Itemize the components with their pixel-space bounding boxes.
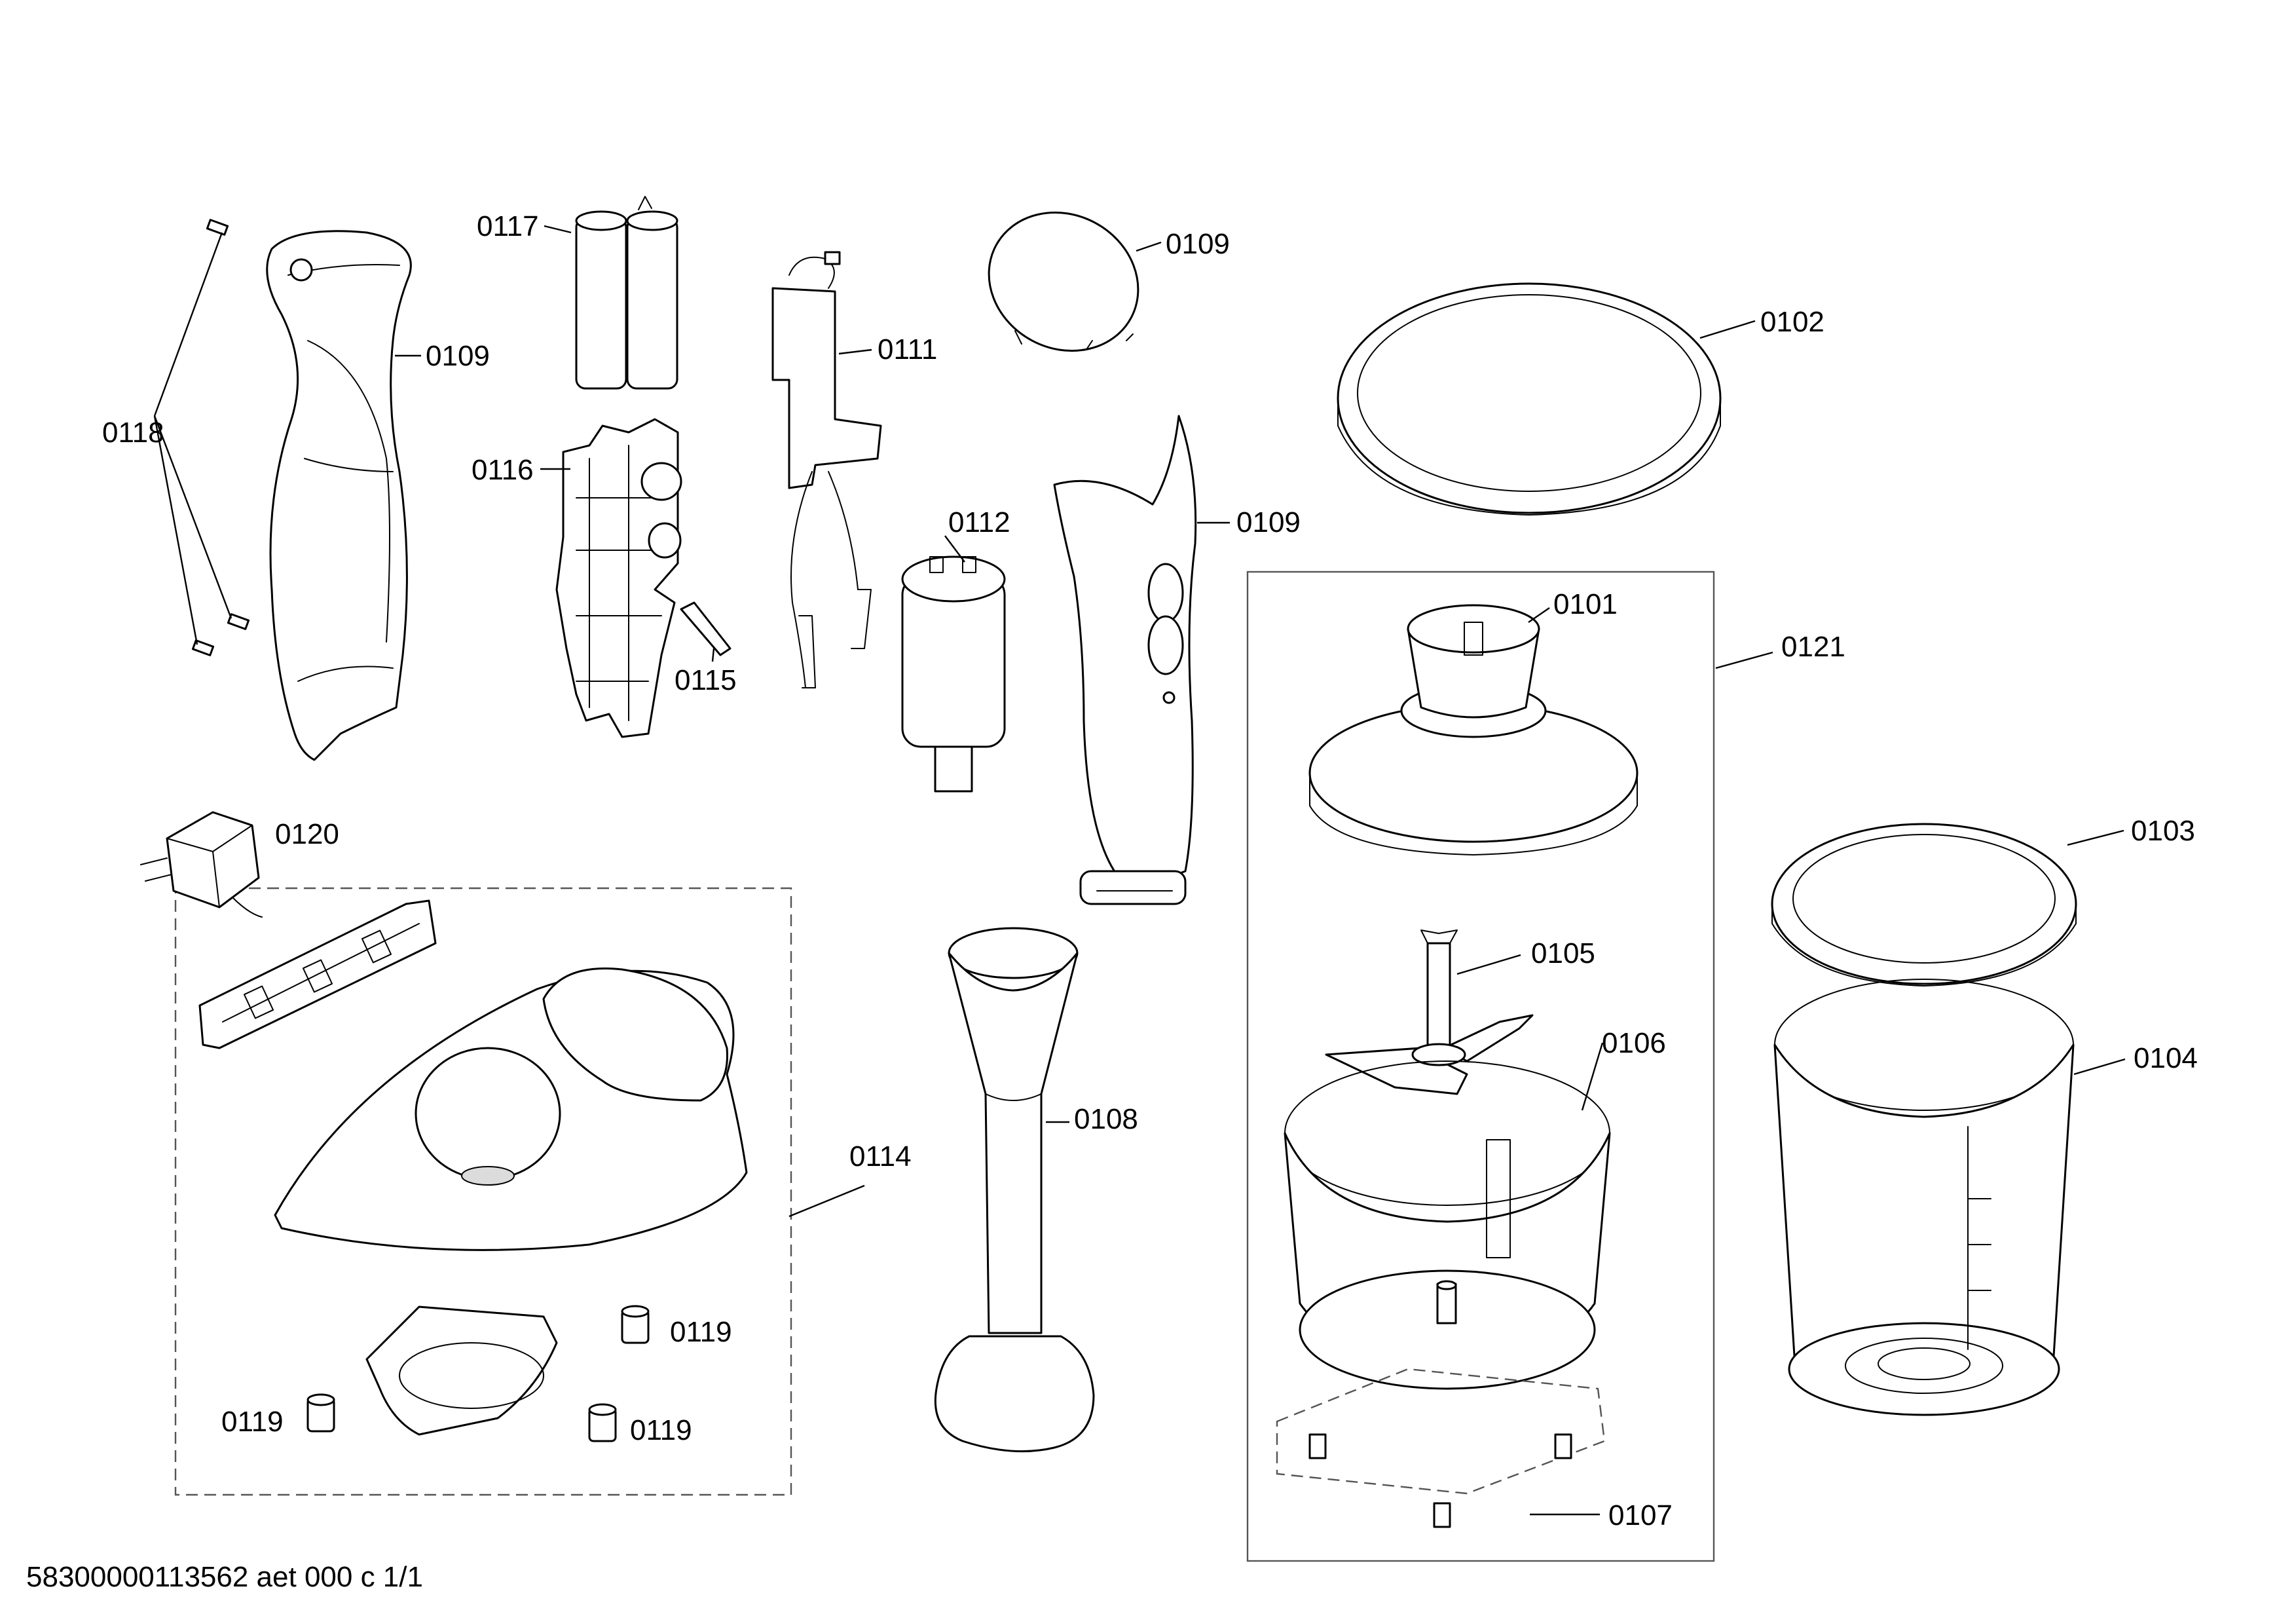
label-0119-right: 0119 bbox=[670, 1316, 732, 1348]
document-id: 58300000113562 aet 000 c 1/1 bbox=[26, 1561, 423, 1593]
part-0109-handle bbox=[1053, 415, 1197, 905]
label-0121: 0121 bbox=[1781, 631, 1845, 663]
label-0103: 0103 bbox=[2131, 815, 2195, 847]
part-0107-feet bbox=[1276, 1368, 1606, 1528]
label-0117: 0117 bbox=[477, 210, 539, 242]
assembly-frame-0114 bbox=[174, 887, 792, 1496]
label-0120: 0120 bbox=[275, 818, 339, 850]
part-0111-circuit-board bbox=[771, 251, 882, 688]
part-0101-chopper-lid bbox=[1308, 604, 1639, 855]
part-0117-batteries bbox=[575, 196, 678, 390]
label-0112: 0112 bbox=[948, 506, 1010, 538]
part-0103-beaker-lid bbox=[1771, 823, 2077, 986]
label-0119-bottom: 0119 bbox=[630, 1414, 692, 1446]
part-0116-switch-frame bbox=[555, 418, 682, 738]
label-0111: 0111 bbox=[878, 333, 937, 366]
part-0112-motor bbox=[901, 555, 1006, 793]
part-0106-chopper-bowl bbox=[1284, 1060, 1611, 1390]
label-0102: 0102 bbox=[1760, 306, 1824, 338]
part-0105-blade bbox=[1325, 929, 1534, 1095]
leader-lines bbox=[153, 225, 2126, 1516]
part-0119-tray-and-pegs bbox=[306, 1305, 650, 1442]
label-0106: 0106 bbox=[1602, 1027, 1666, 1059]
label-0109-left: 0109 bbox=[426, 340, 490, 372]
assembly-frame-0121 bbox=[1246, 571, 1715, 1562]
label-0104: 0104 bbox=[2134, 1042, 2198, 1074]
label-0116: 0116 bbox=[472, 454, 534, 486]
part-0115-spring bbox=[680, 601, 731, 656]
part-0109-cap bbox=[988, 212, 1139, 352]
label-0114: 0114 bbox=[849, 1140, 912, 1173]
label-0107: 0107 bbox=[1608, 1499, 1673, 1531]
label-0105: 0105 bbox=[1531, 937, 1595, 969]
part-labels: 0117 0109 0118 0116 0115 0111 0112 0109 … bbox=[102, 210, 2198, 1531]
label-0109-cap: 0109 bbox=[1166, 228, 1230, 260]
part-0102-lid bbox=[1337, 282, 1722, 516]
part-0104-beaker bbox=[1773, 979, 2075, 1416]
label-0119-left: 0119 bbox=[221, 1406, 284, 1438]
label-0118: 0118 bbox=[102, 417, 164, 449]
part-0114-base-station bbox=[198, 899, 748, 1251]
part-0109-handle-half bbox=[266, 230, 412, 761]
part-0120-charger bbox=[140, 811, 263, 918]
part-0118-screws bbox=[191, 219, 250, 656]
label-0109-handle: 0109 bbox=[1236, 506, 1301, 538]
label-0108: 0108 bbox=[1074, 1103, 1138, 1135]
label-0115: 0115 bbox=[675, 664, 737, 696]
label-0101: 0101 bbox=[1553, 588, 1618, 620]
part-0108-blender-foot bbox=[934, 927, 1095, 1453]
